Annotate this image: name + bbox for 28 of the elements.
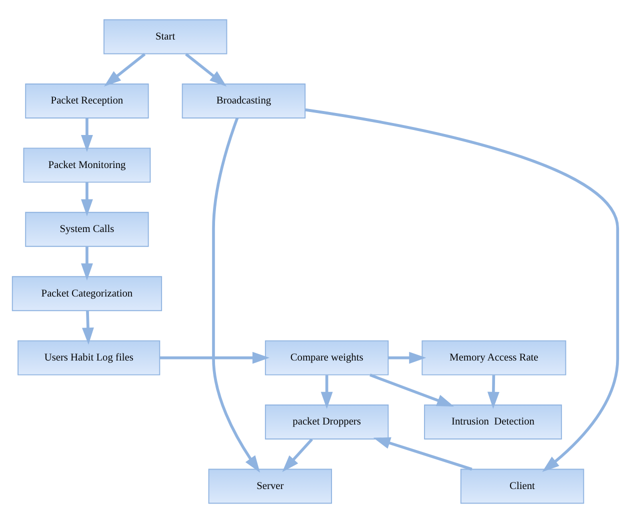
- node-box: Packet Categorization: [12, 276, 162, 311]
- arrow: [104, 52, 146, 86]
- node-box: packet Droppers: [264, 404, 389, 439]
- node-box: Intrusion Detection: [424, 404, 562, 439]
- arrow: [305, 108, 620, 472]
- node-box: Broadcasting: [182, 83, 306, 118]
- node-box: Server: [208, 468, 332, 504]
- arrow: [185, 52, 227, 86]
- arrow: [160, 351, 270, 364]
- arrow: [282, 438, 313, 472]
- node-box: Compare weights: [264, 340, 389, 375]
- arrow: [388, 351, 426, 364]
- arrow: [81, 182, 93, 216]
- arrow: [320, 374, 333, 408]
- node-box: System Calls: [25, 211, 149, 246]
- arrow: [487, 374, 500, 408]
- node-box: Start: [104, 18, 228, 54]
- node-box: Packet Reception: [25, 83, 149, 118]
- node-box: Memory Access Rate: [422, 340, 566, 375]
- node-box: Users Habit Log files: [18, 340, 160, 375]
- node-box: Client: [460, 468, 584, 504]
- arrow: [81, 246, 93, 280]
- node-box: Packet Monitoring: [23, 147, 151, 182]
- arrow: [82, 310, 94, 344]
- arrow: [370, 373, 454, 406]
- arrow: [373, 436, 472, 470]
- arrow: [81, 118, 93, 152]
- arrow: [212, 117, 260, 472]
